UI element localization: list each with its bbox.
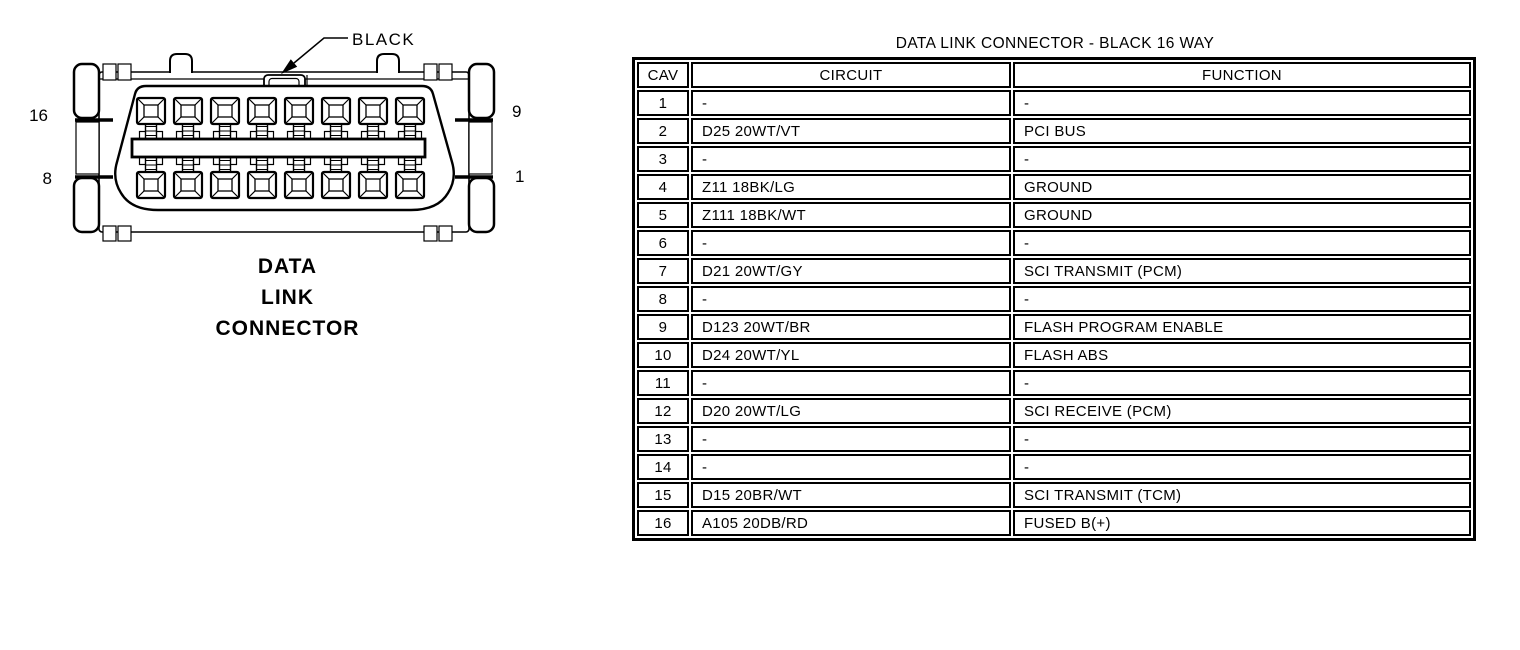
circuit-cell: - [691,454,1011,480]
table-row: 11 - - [637,370,1471,396]
pinout-table: CAV CIRCUIT FUNCTION 1 - - 2 D25 20WT/VT… [632,57,1476,541]
function-cell: SCI RECEIVE (PCM) [1013,398,1471,424]
circuit-cell: D123 20WT/BR [691,314,1011,340]
function-cell: PCI BUS [1013,118,1471,144]
pin-label-16: 16 [29,106,48,125]
circuit-cell: - [691,286,1011,312]
table-row: 6 - - [637,230,1471,256]
function-cell: - [1013,370,1471,396]
table-row: 13 - - [637,426,1471,452]
caption-line-1: DATA [257,255,318,278]
cav-cell: 14 [637,454,689,480]
circuit-cell: Z11 18BK/LG [691,174,1011,200]
circuit-cell: - [691,370,1011,396]
table-row: 14 - - [637,454,1471,480]
cav-cell: 1 [637,90,689,116]
function-cell: GROUND [1013,174,1471,200]
function-cell: SCI TRANSMIT (TCM) [1013,482,1471,508]
function-cell: FLASH ABS [1013,342,1471,368]
cav-cell: 15 [637,482,689,508]
pin-label-1: 1 [515,167,524,186]
circuit-cell: D15 20BR/WT [691,482,1011,508]
function-cell: - [1013,426,1471,452]
table-row: 2 D25 20WT/VT PCI BUS [637,118,1471,144]
top-tab-left [169,53,193,73]
table-row: 9 D123 20WT/BR FLASH PROGRAM ENABLE [637,314,1471,340]
circuit-cell: D20 20WT/LG [691,398,1011,424]
cav-cell: 13 [637,426,689,452]
pin-label-8: 8 [43,169,52,188]
cav-cell: 7 [637,258,689,284]
circuit-cell: Z111 18BK/WT [691,202,1011,228]
table-row: 10 D24 20WT/YL FLASH ABS [637,342,1471,368]
table-row: 1 - - [637,90,1471,116]
column-header-cav: CAV [637,62,689,88]
circuit-cell: - [691,426,1011,452]
mounting-ears-left [72,62,113,234]
table-row: 4 Z11 18BK/LG GROUND [637,174,1471,200]
callout-arrowhead-icon [281,59,298,74]
caption-line-2: LINK [261,286,314,309]
function-cell: FUSED B(+) [1013,510,1471,536]
table-title: DATA LINK CONNECTOR - BLACK 16 WAY [895,35,1215,52]
cav-cell: 5 [637,202,689,228]
cav-cell: 6 [637,230,689,256]
column-header-function: FUNCTION [1013,62,1471,88]
circuit-cell: - [691,146,1011,172]
color-label: BLACK [352,30,415,49]
function-cell: - [1013,230,1471,256]
function-cell: SCI TRANSMIT (PCM) [1013,258,1471,284]
circuit-cell: - [691,230,1011,256]
table-row: 12 D20 20WT/LG SCI RECEIVE (PCM) [637,398,1471,424]
table-row: 7 D21 20WT/GY SCI TRANSMIT (PCM) [637,258,1471,284]
cav-cell: 8 [637,286,689,312]
column-header-circuit: CIRCUIT [691,62,1011,88]
center-key-bar [130,137,427,159]
cav-cell: 11 [637,370,689,396]
cav-cell: 16 [637,510,689,536]
table-row: 3 - - [637,146,1471,172]
color-callout: BLACK [281,30,415,74]
connector-figure: BLACK 16 9 8 1 DATA LINK CONNECTOR [0,0,570,650]
cav-cell: 10 [637,342,689,368]
circuit-cell: A105 20DB/RD [691,510,1011,536]
function-cell: - [1013,454,1471,480]
caption-line-3: CONNECTOR [215,317,360,340]
function-cell: - [1013,90,1471,116]
pin-label-9: 9 [512,102,521,121]
mounting-ears-right [455,62,496,234]
table-row: 8 - - [637,286,1471,312]
cav-cell: 12 [637,398,689,424]
function-cell: - [1013,286,1471,312]
table-row: 16 A105 20DB/RD FUSED B(+) [637,510,1471,536]
cav-cell: 9 [637,314,689,340]
circuit-cell: - [691,90,1011,116]
top-tab-right [376,53,400,73]
figure-caption: DATA LINK CONNECTOR [140,251,435,344]
pinout-table-section: DATA LINK CONNECTOR - BLACK 16 WAY CAV C… [632,35,1478,541]
table-row: 5 Z111 18BK/WT GROUND [637,202,1471,228]
cav-cell: 2 [637,118,689,144]
table-row: 15 D15 20BR/WT SCI TRANSMIT (TCM) [637,482,1471,508]
function-cell: FLASH PROGRAM ENABLE [1013,314,1471,340]
connector-diagram: BLACK 16 9 8 1 [29,30,524,242]
function-cell: GROUND [1013,202,1471,228]
function-cell: - [1013,146,1471,172]
cav-cell: 4 [637,174,689,200]
table-header-row: CAV CIRCUIT FUNCTION [637,62,1471,88]
circuit-cell: D25 20WT/VT [691,118,1011,144]
circuit-cell: D24 20WT/YL [691,342,1011,368]
circuit-cell: D21 20WT/GY [691,258,1011,284]
cav-cell: 3 [637,146,689,172]
